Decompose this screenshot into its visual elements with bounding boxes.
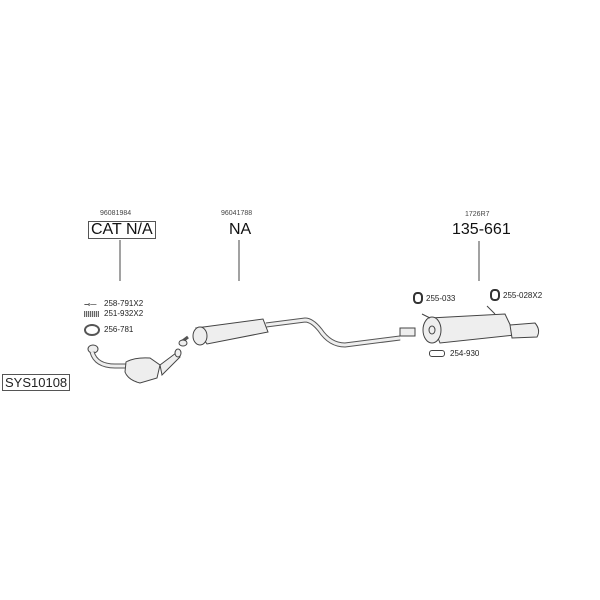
clamp-icon: [429, 350, 445, 357]
catalytic-converter: [87, 344, 182, 384]
accessory-label[interactable]: 256-781: [104, 325, 134, 334]
rubber-mount-icon: [490, 289, 500, 301]
system-code: SYS10108: [2, 374, 71, 391]
gasket-ring-icon: [84, 324, 100, 336]
oe-number: 96081984: [100, 210, 132, 217]
oe-number: 1726R7: [465, 211, 490, 218]
middle-muffler: [178, 317, 416, 348]
accessory-label[interactable]: 255-028X2: [503, 291, 543, 300]
bolt-icon: ⊸─: [84, 300, 97, 309]
part-number-rear[interactable]: 135-661: [452, 221, 511, 238]
part-number-middle[interactable]: NA: [229, 221, 252, 238]
part-number-cat[interactable]: CAT N/A: [88, 221, 156, 239]
accessory-label[interactable]: 255-033: [426, 294, 456, 303]
accessory-label[interactable]: 258-791X2: [104, 299, 144, 308]
oe-number: 96041788: [221, 210, 253, 217]
spring-icon: [84, 311, 99, 317]
accessory-label[interactable]: 254-930: [450, 349, 480, 358]
accessory-label[interactable]: 251-932X2: [104, 309, 144, 318]
rubber-mount-icon: [413, 292, 423, 304]
rear-muffler: [421, 305, 540, 344]
